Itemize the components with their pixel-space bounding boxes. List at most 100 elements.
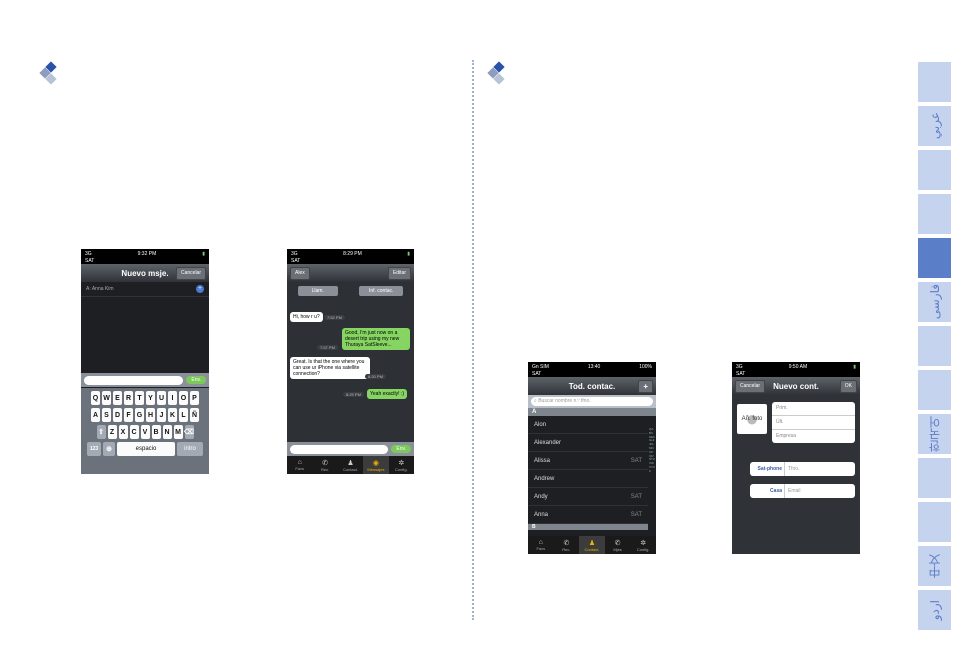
key[interactable]: K [168,408,177,422]
key[interactable]: L [179,408,188,422]
timestamp: 8:29 PM [343,392,364,397]
key[interactable]: N [162,425,172,439]
key[interactable]: X [118,425,128,439]
tab-settings[interactable]: ✲Config. [394,459,408,472]
language-tab[interactable] [918,370,951,410]
key[interactable]: M [173,425,183,439]
tab-favorites[interactable]: ⌂Favs [295,459,305,471]
language-tab[interactable]: فارسی [918,282,951,322]
key[interactable]: R [124,391,133,405]
cancel-button[interactable]: Cancelar [735,380,766,393]
tab-recents[interactable]: ✆Rec. [320,459,330,472]
alphabet-index[interactable]: QABCDEFGHIJKLMNOPQRSTUVWXYZ# [649,427,655,473]
send-button[interactable]: Env. [186,376,206,384]
language-tab-label: عربي [927,112,942,140]
key[interactable]: E [113,391,122,405]
tab-settings[interactable]: ✲Config. [636,539,650,552]
key[interactable]: Y [146,391,155,405]
company-field[interactable]: Empresa [772,430,855,443]
key[interactable]: H [146,408,155,422]
language-tab[interactable] [918,326,951,366]
edit-button[interactable]: Editar [387,267,411,280]
key[interactable]: U [157,391,166,405]
page-title: Nuevo cont. [773,381,819,391]
phone-icon: ✆ [563,539,570,547]
add-contact-icon[interactable]: + [196,285,204,293]
contact-name: Andy [534,493,548,500]
person-silhouette-icon: ● [745,406,759,431]
add-photo-button[interactable]: ● Añ. foto [737,404,767,434]
return-key[interactable]: intro [177,442,203,456]
tab-contacts[interactable]: ♟Contact. [579,536,605,554]
language-tab[interactable]: عربي [918,106,951,146]
key[interactable]: T [135,391,144,405]
search-input[interactable]: ⌕ Buscar nombre n.º tfno. [531,397,653,406]
shift-key[interactable]: ⇧ [96,425,106,439]
tab-favorites[interactable]: ⌂Favs [536,539,546,551]
key[interactable]: I [168,391,177,405]
language-tab[interactable] [918,238,951,278]
key[interactable]: W [102,391,111,405]
key[interactable]: D [113,408,122,422]
key[interactable]: V [140,425,150,439]
message-bubble: Hi, how r u? [290,312,323,322]
battery-icon: ▮ [202,250,205,257]
key[interactable]: P [190,391,199,405]
key[interactable]: Ñ [190,408,199,422]
contact-row[interactable]: Alexander [528,434,648,452]
status-bar: 3G 8:29 PM ▮ [287,249,414,258]
ok-button[interactable]: OK [839,380,857,393]
nav-bar: Tod. contac. + [528,377,656,395]
message-input[interactable] [290,444,389,454]
key[interactable]: F [124,408,133,422]
back-button[interactable]: Alex [290,267,310,280]
first-name-field[interactable]: Prim. [772,402,855,416]
tab-messages[interactable]: ◉Mensajes [363,456,389,474]
home-email-field[interactable]: Casa Email [750,484,855,498]
space-key[interactable]: espacio [117,442,175,456]
status-bar: 3G 9:50 AM ▮ [732,362,860,371]
phone-new-contact: 3G 9:50 AM ▮ SAT Cancelar Nuevo cont. OK… [732,362,860,554]
language-tab[interactable] [918,458,951,498]
backspace-icon[interactable]: ⌫ [184,425,194,439]
key[interactable]: G [135,408,144,422]
last-name-field[interactable]: Últ. [772,416,855,430]
sat-phone-field[interactable]: Sat-phone Tfno. [750,462,855,476]
contact-row[interactable]: Alon [528,416,648,434]
key[interactable]: B [151,425,161,439]
sat-badge: SAT [630,511,642,518]
language-tab[interactable] [918,194,951,234]
language-tab[interactable] [918,502,951,542]
key[interactable]: Z [107,425,117,439]
globe-icon[interactable]: ⊕ [103,442,115,456]
battery-icon: ▮ [407,250,410,257]
language-tab[interactable] [918,62,951,102]
language-tab[interactable] [918,150,951,190]
contact-row[interactable]: Andrew [528,470,648,488]
message-input[interactable] [84,375,184,385]
house-icon: ⌂ [297,459,302,466]
call-button[interactable]: Llam. [297,286,338,296]
send-button[interactable]: Env. [391,445,411,453]
key[interactable]: C [129,425,139,439]
key[interactable]: A [91,408,100,422]
tab-contacts[interactable]: ♟Contact. [343,459,358,472]
add-contact-button[interactable]: + [638,380,653,393]
tab-bar: ⌂Favs ✆Rec. ♟Contact. ✆Mjes ✲Config. [528,536,656,554]
language-tab[interactable]: 中文 [918,546,951,586]
language-tab[interactable]: 한국어 [918,414,951,454]
cancel-button[interactable]: Cancelar [175,267,206,280]
key[interactable]: S [102,408,111,422]
tab-recents[interactable]: ✆Rec. [562,539,571,552]
key[interactable]: Q [91,391,100,405]
key[interactable]: J [157,408,166,422]
contact-info-button[interactable]: Inf. contac. [358,286,404,296]
language-tab[interactable]: اردو [918,590,951,630]
key[interactable]: O [179,391,188,405]
tab-messages[interactable]: ✆Mjes [613,539,622,552]
numbers-key[interactable]: 123 [87,442,101,456]
to-field[interactable]: A: Anna Kim [86,286,114,292]
